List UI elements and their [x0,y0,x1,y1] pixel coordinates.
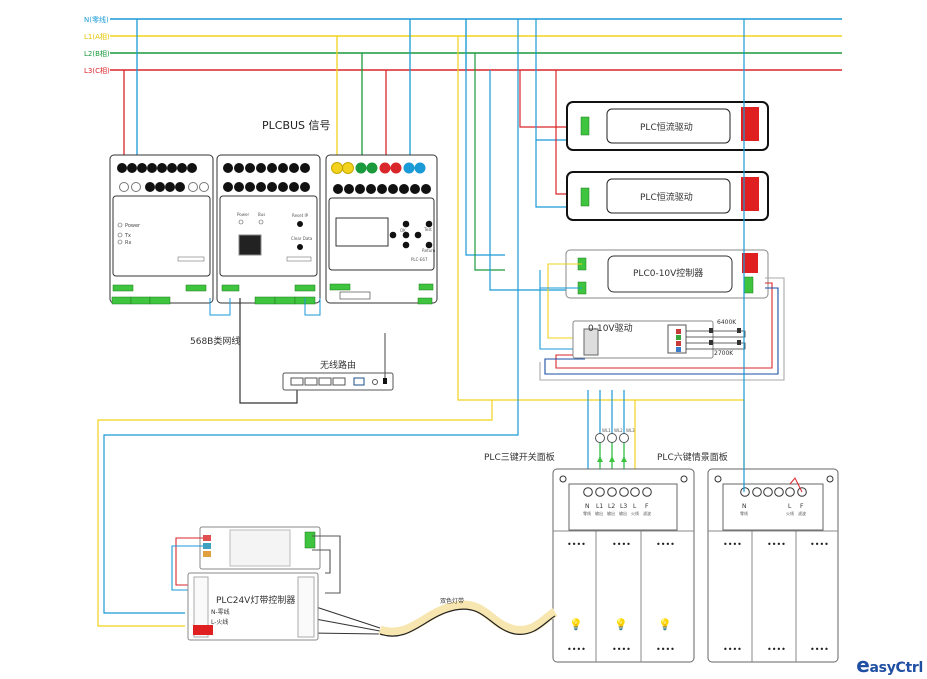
key-dots: •••• [612,645,631,654]
svg-text:N: N [585,503,590,510]
svg-text:输出: 输出 [607,510,615,516]
svg-text:L2: L2 [608,503,615,510]
driver-010v-label: 0-10V驱动 [588,323,633,334]
m1-led-tx: Tx [124,233,131,239]
strip-controller [187,572,319,641]
plcbus-signal-label: PLCBUS 信号 [262,119,331,132]
svg-text:••••: •••• [723,645,742,654]
module-feed-wires [123,19,411,185]
three-key-terminal-labels: N L1 L2 L3 L F 零线 输出 输出 输出 火线 滤波 [583,503,651,516]
dual-strip-label: 双色灯带 [440,597,464,605]
m1-led-power: Power [125,223,141,229]
bus-label-l2: L2(B相) [84,49,110,58]
key-dots: •••• [656,645,675,654]
key-dots: •••• [567,540,586,549]
svg-text:F: F [645,503,649,510]
m3-test-label: Test [423,227,432,232]
svg-text:火线: 火线 [631,510,639,516]
svg-text:零线: 零线 [740,510,748,516]
m2-clear-data-label: Clear Data [291,236,313,241]
bus-label-l1: L1(A相) [84,32,110,41]
six-key-panel: N L F 零线 火线 滤波 •••• •••• •••• •••• •••• … [707,19,839,663]
easyctrl-logo: easyCtrl [856,653,923,677]
svg-text:零线: 零线 [583,510,591,516]
power-supply [199,526,321,570]
strip-l-label: L-火线 [211,618,228,626]
lamp-wl1: WL1 [602,428,611,433]
temp-6400k: 6400K [717,319,737,326]
module-1: Power Tx Rx [109,154,214,305]
svg-text:L3: L3 [620,503,627,510]
bulb-icon: 💡 [569,618,583,631]
m3-lcd-screen [335,217,389,247]
ethernet-port [238,234,262,256]
controller-010v [565,249,769,299]
m3-return-label: Return [422,248,436,253]
key-dots: •••• [567,645,586,654]
svg-text:••••: •••• [723,540,742,549]
cc-driver-2-label: PLC恒流驱动 [640,191,693,203]
six-key-panel-label: PLC六键情景面板 [657,451,728,463]
controller-010v-label: PLC0-10V控制器 [633,267,703,279]
svg-text:输出: 输出 [595,510,603,516]
module-3: OK Test Return PLC-E67 [325,154,438,305]
strip-controller-label: PLC24V灯带控制器 [216,594,295,606]
svg-text:火线: 火线 [786,510,794,516]
cc-driver-1 [566,101,769,151]
m1-terminals [111,284,207,305]
cc-driver-1-label: PLC恒流驱动 [640,121,693,133]
key-dots: •••• [612,540,631,549]
bus-label-l3: L3(C相) [84,66,110,75]
lamp-wl2: WL2 [614,428,623,433]
network [209,298,394,404]
bulb-icon: 💡 [614,618,628,631]
strip-n-label: N-零线 [211,608,230,616]
lamp-wl3: WL3 [626,428,635,433]
svg-text:••••: •••• [810,540,829,549]
svg-text:输出: 输出 [619,510,627,516]
right-feed-wires [97,19,745,627]
led-strip [378,600,558,637]
bus-label-n: N(零线) [84,15,109,24]
m3-ok-label: OK [400,228,406,233]
svg-text:滤波: 滤波 [798,510,806,516]
m3-model-label: PLC-E67 [411,257,428,262]
cc-driver-2 [566,171,769,221]
module-2: Power Bus Reset IP Clear Data [216,154,321,305]
svg-text:滤波: 滤波 [643,510,651,516]
svg-text:L1: L1 [596,503,603,510]
three-key-buttons: •••• •••• •••• 💡 💡 💡 •••• •••• •••• [567,540,675,654]
m2-reset-ip-label: Reset IP [292,213,309,218]
three-key-panel-label: PLC三键开关面板 [484,451,555,463]
m2-led-bus: Bus [258,212,265,217]
svg-text:••••: •••• [767,645,786,654]
key-dots: •••• [656,540,675,549]
bulb-icon: 💡 [658,618,672,631]
cable-label: 568B类网线 [190,335,240,347]
router-label: 无线路由 [320,359,356,371]
svg-text:F: F [800,503,804,510]
svg-text:N: N [742,503,747,510]
bus-lines: N(零线) L1(A相) L2(B相) L3(C相) [84,15,842,75]
svg-text:L: L [633,503,637,510]
temp-2700k: 2700K [714,350,734,357]
strip-wiring [171,535,381,635]
driver-010v [572,320,746,359]
svg-text:••••: •••• [810,645,829,654]
svg-text:••••: •••• [767,540,786,549]
svg-text:L: L [788,503,792,510]
m1-led-rx: Rx [125,240,131,246]
m2-led-power: Power [237,212,249,217]
three-key-panel [552,468,695,663]
